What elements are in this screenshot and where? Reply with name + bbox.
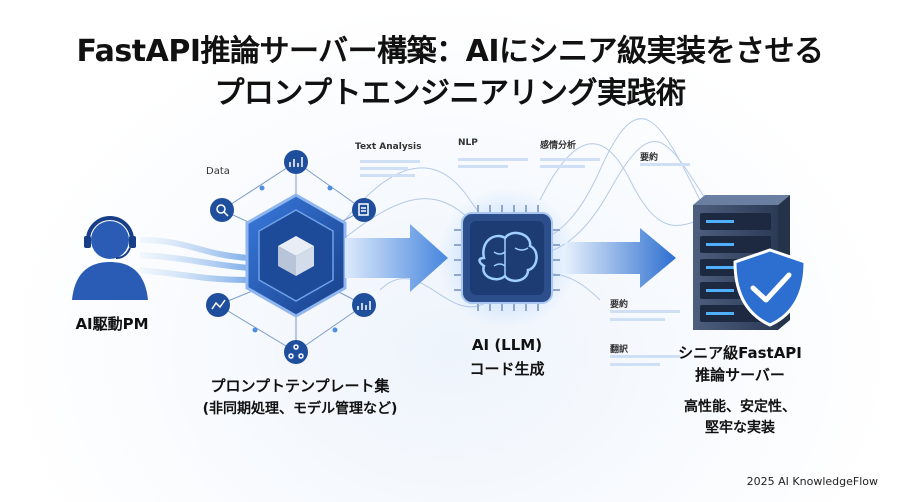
server-label: シニア級FastAPI — [678, 344, 802, 362]
input-flow — [139, 237, 251, 283]
annotation-nlp: NLP — [458, 138, 478, 148]
cube-hexagon-icon — [245, 193, 347, 318]
templates-label: プロンプトテンプレート集 — [210, 377, 390, 395]
arrow-to-server — [565, 228, 676, 288]
annotation-translation: 翻訳 — [610, 345, 629, 355]
title-line-2: プロンプトエンジニアリング実践術 — [214, 76, 686, 111]
llm-sublabel: コード生成 — [469, 360, 545, 378]
data-bars — [360, 158, 690, 366]
templates-sublabel: (非同期処理、モデル管理など) — [202, 401, 398, 417]
footer-credit: 2025 AI KnowledgeFlow — [746, 475, 878, 488]
shield-check-icon — [733, 248, 807, 327]
arrow-to-llm — [345, 224, 448, 292]
llm-label: AI (LLM) — [471, 336, 543, 354]
server-sublabel: 推論サーバー — [695, 366, 785, 384]
pm-label: AI駆動PM — [75, 315, 149, 333]
annotation-data: Data — [206, 166, 230, 177]
node-glyphs — [211, 157, 371, 359]
title-line-1: FastAPI推論サーバー構築：AIにシニア級実装をさせる — [76, 34, 824, 69]
annotation-summary-top: 要約 — [640, 153, 659, 163]
annotation-sentiment: 感情分析 — [540, 141, 577, 151]
brain-chip-icon — [454, 205, 560, 311]
server-quality-2: 堅牢な実装 — [705, 420, 775, 436]
annotation-summary-bottom: 要約 — [610, 300, 629, 310]
operator-headset-icon — [72, 216, 148, 300]
annotation-text-analysis: Text Analysis — [355, 142, 422, 152]
server-quality-1: 高性能、安定性、 — [684, 399, 796, 415]
